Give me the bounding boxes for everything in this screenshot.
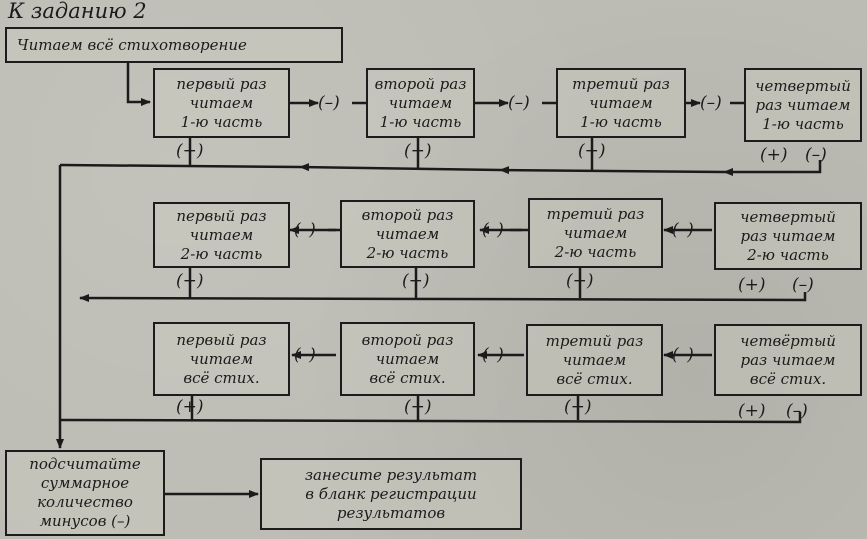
diagram-title: К заданию 2 <box>8 0 147 23</box>
row1-box-2: второй раз читаем 1-ю часть <box>366 68 475 138</box>
row1-plus-label-2: (+) <box>404 141 432 161</box>
sum-minuses-box: подсчитайте суммарное количество минусов… <box>5 450 165 536</box>
row3-box-1: первый раз читаем всё стих. <box>153 322 290 396</box>
row2-minus-label-1: (–) <box>294 220 316 240</box>
row2-plus-label-3: (+) <box>566 271 594 291</box>
row1-minus-label-3: (–) <box>700 93 722 113</box>
row2-plus-label-4: (+) <box>738 275 766 295</box>
row3-plus-label-3: (+) <box>564 397 592 417</box>
row3-box-3: третий раз читаем всё стих. <box>526 324 663 396</box>
start-box: Читаем всё стихотворение <box>5 27 343 63</box>
row3-plus-label-2: (+) <box>404 397 432 417</box>
row1-plus-label-4: (+) <box>760 145 788 165</box>
row1-plus-label-3: (+) <box>578 141 606 161</box>
row1-box-1: первый раз читаем 1-ю часть <box>153 68 290 138</box>
row3-plus-label-1: (+) <box>176 397 204 417</box>
row2-box-4: четвертый раз читаем 2-ю часть <box>714 202 862 270</box>
start-to-first-arrow <box>126 62 151 106</box>
row3-box-2: второй раз читаем всё стих. <box>340 322 475 396</box>
row3-minus-label-2: (–) <box>482 345 504 365</box>
row2-box-1: первый раз читаем 2-ю часть <box>153 202 290 268</box>
row2-plus-label-2: (+) <box>402 271 430 291</box>
row1-box-4: четвертый раз читаем 1-ю часть <box>744 68 862 142</box>
row3-minus-label-1: (–) <box>294 345 316 365</box>
row3-minus-label-3: (–) <box>672 345 694 365</box>
row1-box-3: третий раз читаем 1-ю часть <box>556 68 686 138</box>
row2-plus-label-1: (+) <box>176 271 204 291</box>
row1-plus-label-1: (+) <box>176 141 204 161</box>
row2-minus-label-3: (–) <box>672 220 694 240</box>
row1-minus-label-2: (–) <box>508 93 530 113</box>
row1-minus-label-1: (–) <box>318 93 340 113</box>
row3-plus-label-4: (+) <box>738 401 766 421</box>
row2-box-2: второй раз читаем 2-ю часть <box>340 200 475 268</box>
row2-minus-label-2: (–) <box>482 220 504 240</box>
row3-end-minus-label: (–) <box>786 401 808 421</box>
record-result-box: занесите результат в бланк регистрации р… <box>260 458 522 530</box>
row3-box-4: четвёртый раз читаем всё стих. <box>714 324 862 396</box>
row1-end-minus-label: (–) <box>805 145 827 165</box>
row2-box-3: третий раз читаем 2-ю часть <box>528 198 663 268</box>
row2-end-minus-label: (–) <box>792 275 814 295</box>
